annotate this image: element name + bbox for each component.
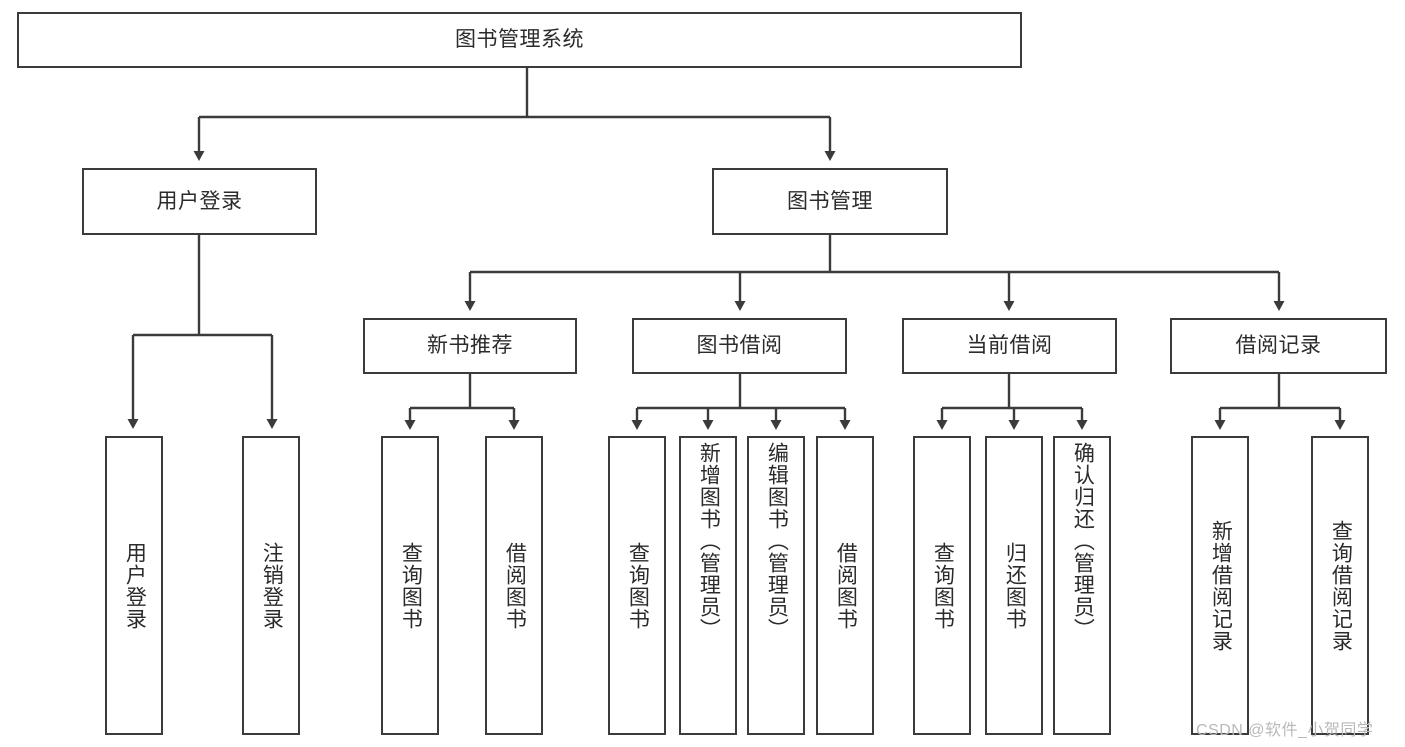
leaf-borrow-books-borrow-label: 借阅图书 [834,541,858,630]
leaf-borrow-books-new-label: 借阅图书 [503,541,527,630]
leaf-edit-book-admin[interactable]: 编辑图书（管理员） [747,436,805,735]
leaf-user-login-label: 用户登录 [123,541,147,630]
node-book-management[interactable]: 图书管理 [712,168,948,235]
leaf-add-borrow-record-label: 新增借阅记录 [1209,519,1233,652]
leaf-logout-login[interactable]: 注销登录 [242,436,300,735]
leaf-query-borrow-record[interactable]: 查询借阅记录 [1311,436,1369,735]
leaf-add-book-admin-label: 新增图书（管理员） [697,442,721,640]
node-book-management-label: 图书管理 [787,189,873,213]
leaf-edit-book-admin-label: 编辑图书（管理员） [765,442,789,640]
node-root-label: 图书管理系统 [455,28,584,52]
leaf-add-book-admin[interactable]: 新增图书（管理员） [679,436,737,735]
csdn-watermark: CSDN @软件_小贺同学 [1196,722,1374,739]
leaf-query-books-current-label: 查询图书 [931,541,955,630]
node-root[interactable]: 图书管理系统 [17,12,1022,68]
leaf-query-borrow-record-label: 查询借阅记录 [1329,519,1353,652]
leaf-logout-login-label: 注销登录 [260,541,284,630]
node-new-book-recommend-label: 新书推荐 [427,334,513,358]
leaf-query-books-new-label: 查询图书 [399,541,423,630]
leaf-add-borrow-record[interactable]: 新增借阅记录 [1191,436,1249,735]
leaf-borrow-books-new[interactable]: 借阅图书 [485,436,543,735]
node-user-login[interactable]: 用户登录 [82,168,317,235]
leaf-confirm-return-admin[interactable]: 确认归还（管理员） [1053,436,1111,735]
node-borrow-record-label: 借阅记录 [1235,334,1322,358]
node-current-borrow-label: 当前借阅 [966,334,1053,358]
leaf-return-books-label: 归还图书 [1003,541,1027,630]
leaf-borrow-books-borrow[interactable]: 借阅图书 [816,436,874,735]
leaf-query-books-new[interactable]: 查询图书 [381,436,439,735]
node-new-book-recommend[interactable]: 新书推荐 [363,318,577,374]
leaf-user-login[interactable]: 用户登录 [105,436,163,735]
leaf-return-books[interactable]: 归还图书 [985,436,1043,735]
node-user-login-label: 用户登录 [156,189,243,213]
leaf-query-books-borrow[interactable]: 查询图书 [608,436,666,735]
node-book-borrow[interactable]: 图书借阅 [632,318,847,374]
node-book-borrow-label: 图书借阅 [696,334,783,358]
leaf-query-books-borrow-label: 查询图书 [626,541,650,630]
node-current-borrow[interactable]: 当前借阅 [902,318,1117,374]
leaf-query-books-current[interactable]: 查询图书 [913,436,971,735]
node-borrow-record[interactable]: 借阅记录 [1170,318,1387,374]
leaf-confirm-return-admin-label: 确认归还（管理员） [1071,442,1095,640]
